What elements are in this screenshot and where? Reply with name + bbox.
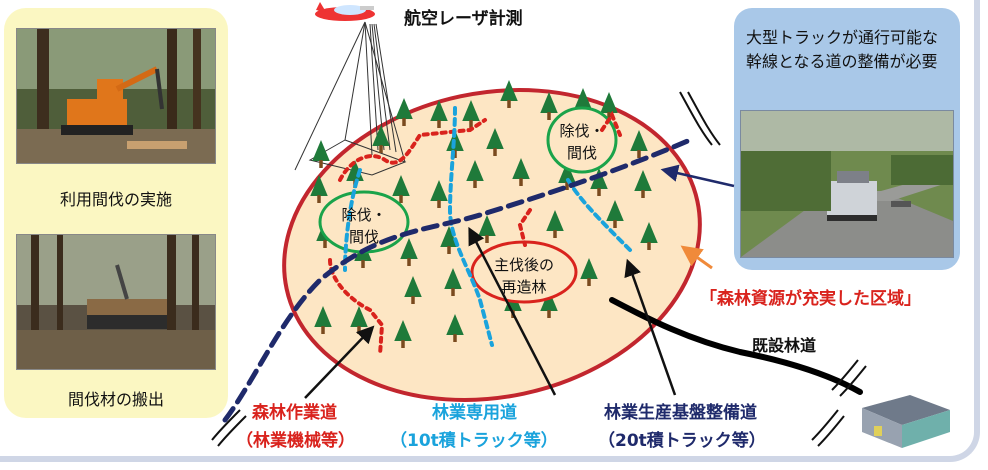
survey-label: 航空レーザ計測	[404, 9, 523, 29]
reforest-label-line2: 再造林	[501, 278, 546, 296]
dedicated-road-arrow	[468, 226, 557, 396]
callout-arrow	[660, 164, 735, 188]
base-road	[222, 137, 693, 423]
thinning-label-right-line2: 間伐	[567, 144, 597, 162]
work-roads	[328, 110, 622, 357]
reforest-label-line1: 主伐後の	[494, 256, 554, 274]
base-road-arrow	[624, 258, 677, 396]
dedicated-road-sub: （10t積トラック等）	[390, 431, 558, 451]
base-road-title: 林業生産基盤整備道	[604, 403, 757, 423]
truck-road-photo	[740, 110, 954, 258]
photo1-caption: 利用間伐の実施	[59, 190, 172, 209]
work-road-sub: （林業機械等）	[236, 431, 355, 451]
dedicated-road-title: 林業専用道	[432, 403, 517, 423]
page-frame	[0, 0, 980, 462]
callout-box: 大型トラックが通行可能な幹線となる道の整備が必要	[734, 8, 960, 270]
sawmill-icon	[862, 395, 950, 448]
existing-road-label: 既設林道	[752, 336, 817, 355]
photo-panel: 利用間伐の実施 間伐材の搬出	[4, 8, 228, 418]
thinning-area-right	[546, 106, 618, 174]
airplane-icon	[315, 2, 375, 21]
timber-extraction-photo	[16, 234, 216, 370]
base-road-sub: （20t積トラック等）	[598, 431, 766, 451]
road-break-marks	[211, 91, 867, 447]
photo2-caption: 間伐材の搬出	[67, 390, 164, 409]
thinning-label-right-line1: 除伐・	[559, 122, 604, 140]
thinning-label-left-line1: 除伐・	[341, 206, 386, 224]
thinning-photo	[16, 28, 216, 164]
callout-text: 大型トラックが通行可能な幹線となる道の整備が必要	[746, 28, 939, 71]
zone-arrow	[680, 245, 713, 270]
zone-label: 「森林資源が充実した区域」	[700, 289, 921, 309]
work-road-title: 森林作業道	[252, 403, 337, 423]
work-road-arrow	[304, 325, 375, 399]
thinning-label-left-line2: 間伐	[349, 228, 379, 246]
